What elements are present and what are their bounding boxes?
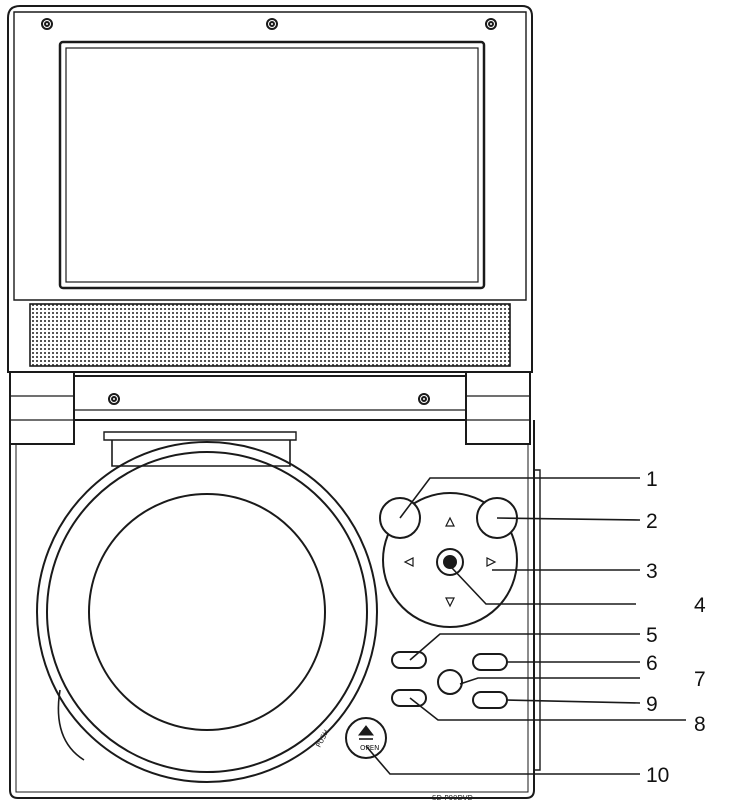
- callout-number-6: 6: [646, 652, 658, 675]
- eject-icon: [357, 725, 375, 736]
- disc-lid-label: PUSH: [315, 728, 331, 749]
- up-arrow-icon[interactable]: [445, 516, 455, 527]
- callout-number-10: 10: [646, 764, 669, 787]
- model-label: SD-P90DVD: [432, 794, 473, 802]
- hinge-screw: [108, 393, 120, 405]
- lid-screw: [485, 18, 497, 30]
- callout-number-1: 1: [646, 468, 658, 491]
- callout-number-2: 2: [646, 510, 658, 533]
- enter-button[interactable]: [436, 548, 464, 576]
- open-button[interactable]: [345, 717, 387, 759]
- lcd-screen: [58, 40, 486, 290]
- left-arrow-icon[interactable]: [403, 557, 414, 567]
- callout-number-4: 4: [694, 594, 706, 617]
- down-arrow-icon[interactable]: [445, 597, 455, 608]
- speaker-grille: [29, 303, 511, 367]
- setup-button[interactable]: [437, 669, 463, 695]
- hinge-screw: [418, 393, 430, 405]
- play-button[interactable]: [472, 653, 508, 671]
- right-arrow-icon[interactable]: [486, 557, 497, 567]
- next-button[interactable]: [472, 691, 508, 709]
- stop-button[interactable]: [391, 651, 427, 669]
- lid-screw: [266, 18, 278, 30]
- callout-number-7: 7: [694, 668, 706, 691]
- eject-label: OPEN: [360, 744, 379, 752]
- hinge: [9, 371, 531, 445]
- callout-number-5: 5: [646, 624, 658, 647]
- prev-button[interactable]: [391, 689, 427, 707]
- lid-screw: [41, 18, 53, 30]
- callout-number-8: 8: [694, 713, 706, 736]
- screen-lid: [7, 5, 533, 373]
- control-pad: [382, 492, 518, 628]
- callout-leaders: [365, 477, 686, 775]
- callout-number-3: 3: [646, 560, 658, 583]
- base-unit: [9, 420, 541, 799]
- disc-lid[interactable]: [36, 431, 378, 783]
- callout-number-9: 9: [646, 693, 658, 716]
